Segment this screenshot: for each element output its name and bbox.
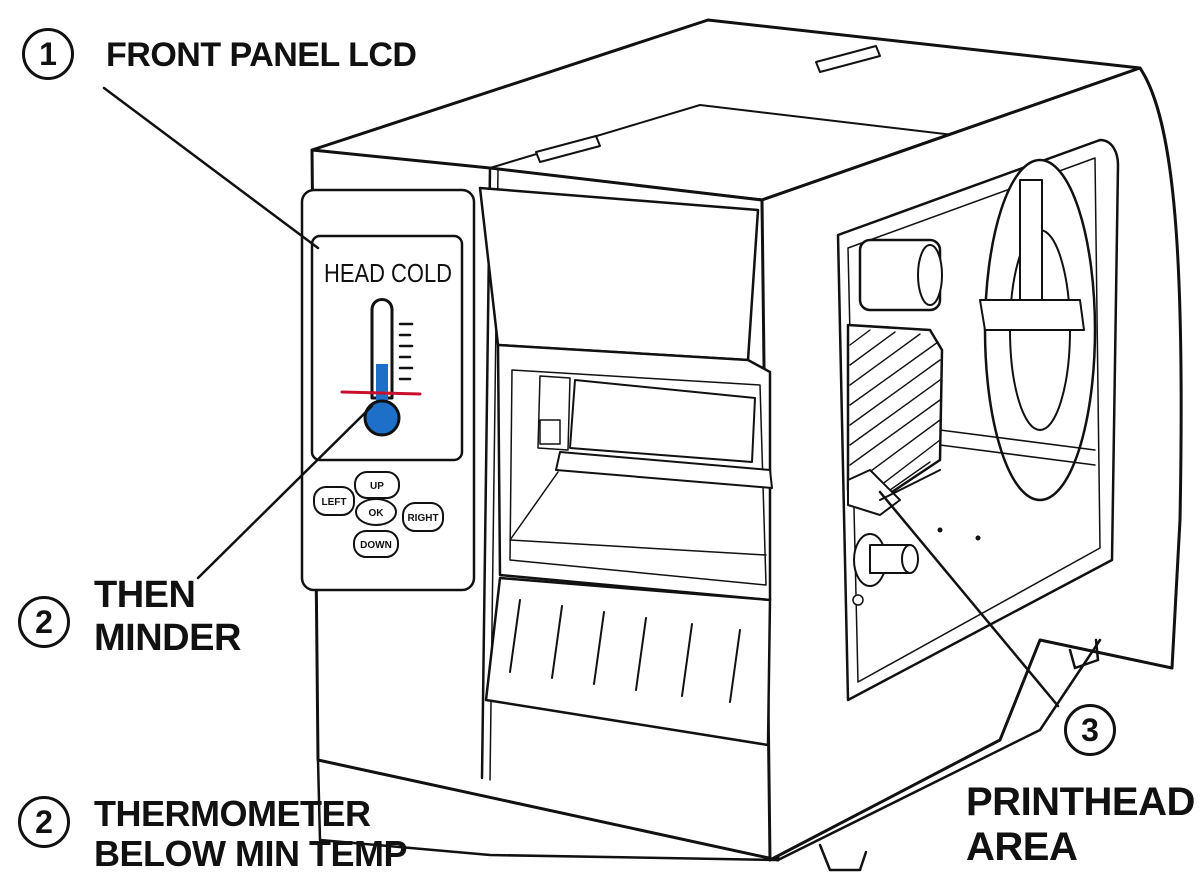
min-temp-line (340, 390, 422, 396)
down-button[interactable] (353, 530, 399, 558)
callout-2-line1: THEN (94, 574, 196, 616)
callout-2b-number: 2 (18, 796, 70, 848)
thermometer-scale (398, 322, 414, 381)
ribbon-supply (858, 238, 943, 312)
callout-3-line2: AREA (966, 824, 1078, 869)
down-button-label: DOWN (360, 540, 392, 551)
callout-2b-line2: BELOW MIN TEMP (94, 833, 407, 875)
callout-3-label: PRINTHEAD AREA (966, 780, 1195, 870)
callout-2-line2: MINDER (94, 616, 241, 659)
callout-3-number: 3 (1064, 704, 1116, 756)
ok-button[interactable] (355, 498, 397, 526)
callout-2-number: 2 (18, 596, 70, 648)
callout-2b-line1: THERMOMETER (94, 793, 371, 834)
right-button-label: RIGHT (407, 513, 438, 524)
ok-button-label: OK (369, 508, 385, 519)
up-button-label: UP (370, 481, 384, 492)
callout-2b-label: THERMOMETER BELOW MIN TEMP (94, 793, 407, 875)
callout-1-number: 1 (22, 28, 74, 80)
callout-1-line1: FRONT PANEL LCD (106, 36, 417, 74)
lower-front-panel (484, 576, 772, 747)
leader-line-2 (196, 404, 374, 580)
callout-3-line1: PRINTHEAD (966, 780, 1195, 824)
up-button[interactable] (354, 471, 400, 499)
leader-line-3 (878, 490, 1060, 708)
adjuster-knob (852, 527, 981, 606)
right-button[interactable] (402, 502, 444, 532)
media-spindle (939, 158, 1097, 502)
lcd-message: HEAD COLD (324, 258, 452, 288)
callout-1-label: FRONT PANEL LCD (106, 36, 417, 74)
left-button-label: LEFT (322, 497, 347, 508)
leader-line-1 (102, 86, 320, 250)
printhead-assembly (846, 323, 944, 516)
left-button[interactable] (313, 486, 355, 516)
callout-2-label: THEN MINDER (94, 574, 241, 659)
media-opening (478, 186, 773, 602)
